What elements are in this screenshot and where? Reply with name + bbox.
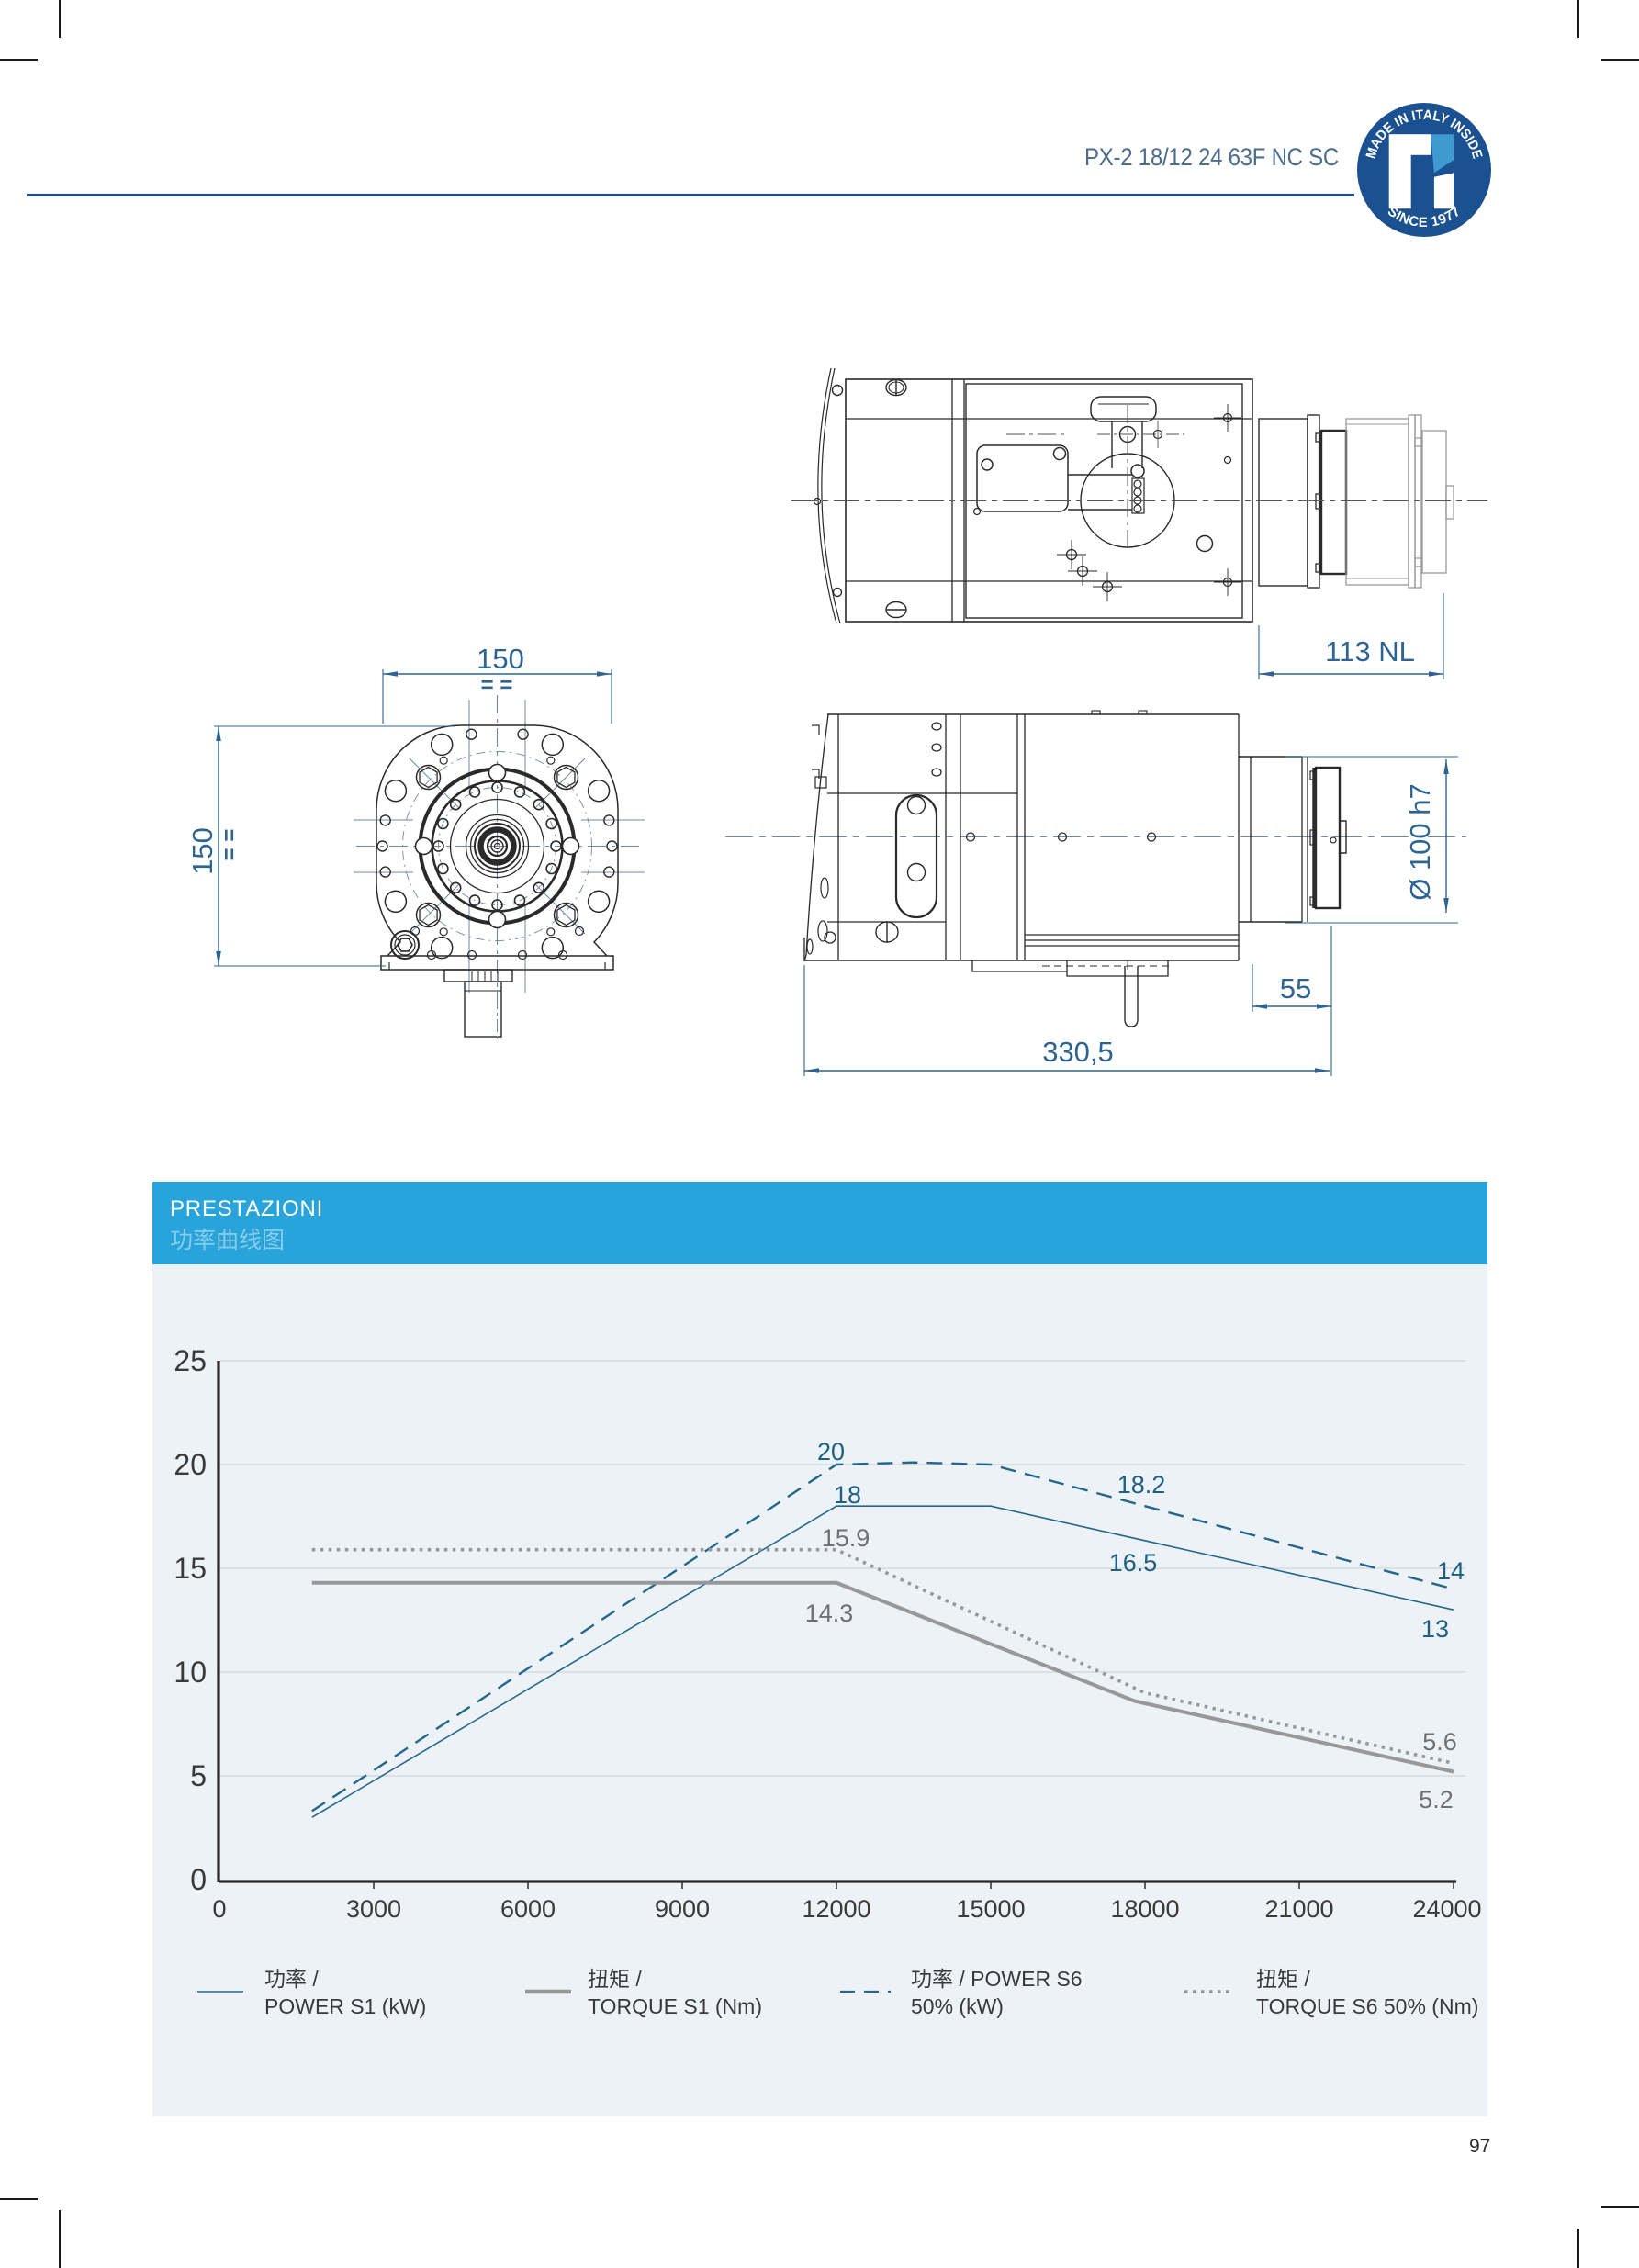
- svg-text:20: 20: [817, 1438, 845, 1465]
- svg-text:9000: 9000: [655, 1895, 710, 1923]
- svg-text:113 NL: 113 NL: [1325, 635, 1415, 668]
- svg-text:5.6: 5.6: [1422, 1728, 1457, 1756]
- svg-text:0: 0: [212, 1895, 226, 1923]
- svg-text:12000: 12000: [802, 1895, 870, 1923]
- svg-text:150: 150: [477, 643, 524, 675]
- svg-text:= =: = =: [218, 829, 242, 861]
- svg-text:15: 15: [174, 1552, 207, 1585]
- svg-text:15000: 15000: [956, 1895, 1025, 1923]
- svg-text:5.2: 5.2: [1419, 1786, 1454, 1813]
- svg-text:3000: 3000: [346, 1895, 401, 1923]
- svg-text:25: 25: [174, 1344, 207, 1377]
- svg-text:= =: = =: [481, 673, 513, 698]
- svg-text:Ø 100 h7: Ø 100 h7: [1404, 783, 1436, 901]
- svg-text:功率 /: 功率 /: [264, 1967, 319, 1991]
- svg-text:TORQUE S6 50% (Nm): TORQUE S6 50% (Nm): [1256, 1994, 1478, 2018]
- svg-text:55: 55: [1280, 972, 1311, 1005]
- svg-text:14.3: 14.3: [805, 1600, 854, 1627]
- svg-text:21000: 21000: [1264, 1895, 1333, 1923]
- svg-text:15.9: 15.9: [822, 1524, 870, 1552]
- svg-text:13: 13: [1421, 1615, 1449, 1643]
- svg-text:POWER S1 (kW): POWER S1 (kW): [264, 1994, 426, 2018]
- svg-text:TORQUE S1 (Nm): TORQUE S1 (Nm): [588, 1994, 762, 2018]
- svg-text:0: 0: [190, 1863, 207, 1896]
- svg-text:6000: 6000: [500, 1895, 556, 1923]
- svg-text:16.5: 16.5: [1109, 1549, 1158, 1577]
- svg-text:24000: 24000: [1412, 1895, 1481, 1923]
- svg-text:5: 5: [190, 1759, 207, 1792]
- svg-text:功率 / POWER S6: 功率 / POWER S6: [911, 1967, 1083, 1991]
- svg-text:330,5: 330,5: [1042, 1036, 1114, 1068]
- svg-text:18: 18: [834, 1481, 861, 1509]
- svg-text:150: 150: [186, 827, 219, 875]
- svg-text:18000: 18000: [1110, 1895, 1179, 1923]
- svg-text:50% (kW): 50% (kW): [911, 1994, 1004, 2018]
- svg-text:14: 14: [1437, 1557, 1465, 1585]
- svg-text:10: 10: [174, 1656, 207, 1689]
- svg-text:扭矩 /: 扭矩 /: [588, 1967, 642, 1991]
- svg-text:20: 20: [174, 1448, 207, 1481]
- svg-text:扭矩 /: 扭矩 /: [1256, 1967, 1310, 1991]
- svg-text:18.2: 18.2: [1117, 1471, 1166, 1499]
